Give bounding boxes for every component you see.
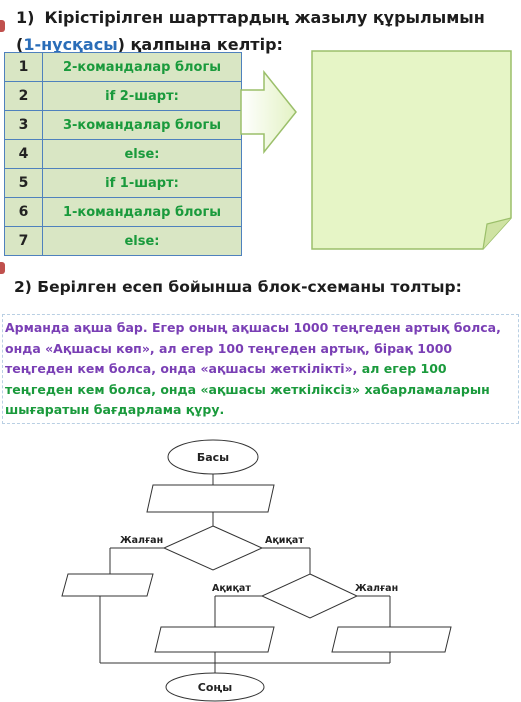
true-label-2: Ақиқат	[212, 583, 251, 594]
output-block-true[interactable]	[154, 626, 275, 653]
condition-1-diamond[interactable]	[162, 525, 264, 571]
false-label-2: Жалған	[355, 583, 398, 594]
line-number: 6	[4, 197, 43, 227]
line-number: 5	[4, 168, 43, 198]
red-margin-mark	[0, 20, 5, 32]
red-margin-mark	[0, 262, 5, 274]
output-block-else[interactable]	[331, 626, 452, 653]
true-label-1: Ақиқат	[265, 535, 304, 546]
line-number: 3	[4, 110, 43, 140]
task1-title: 1) Кірістірілген шарттардың жазылу құрылы…	[16, 4, 516, 58]
start-label: Басы	[197, 451, 229, 464]
task1-number: 1)	[16, 8, 35, 27]
task2-title: 2) Берілген есеп бойынша блок-схеманы то…	[14, 278, 462, 296]
code-line: if 2-шарт:	[42, 81, 242, 111]
task2-problem-text: Арманда ақша бар. Егер оның ақшасы 1000 …	[2, 314, 519, 424]
code-line: 1-командалар блогы	[42, 197, 242, 227]
right-arrow-icon	[240, 70, 297, 155]
end-terminal	[165, 672, 265, 702]
code-line: else:	[42, 226, 242, 256]
line-number: 1	[4, 52, 43, 82]
task1-paren: (	[16, 35, 24, 54]
code-line: else:	[42, 139, 242, 169]
code-line: if 1-шарт:	[42, 168, 242, 198]
task2-text-part2: ал егер 100 теңгеден кем болса, онда «ақ…	[5, 361, 490, 417]
task1-title-part1: Кірістірілген шарттардың жазылу құрылымы…	[44, 8, 485, 27]
flowchart: Басы Жалған Ақиқат Ақиқат Жалған Соңы	[61, 439, 452, 702]
output-block-false[interactable]	[61, 573, 154, 597]
task1-title-part2: ) қалпына келтір:	[117, 35, 283, 54]
false-label-1: Жалған	[120, 535, 163, 546]
line-number: 7	[4, 226, 43, 256]
end-label: Соңы	[198, 681, 233, 694]
code-line: 2-командалар блогы	[42, 52, 242, 82]
line-number: 4	[4, 139, 43, 169]
input-block[interactable]	[146, 484, 275, 513]
task2-text-part1: Арманда ақша бар. Егер оның ақшасы 1000 …	[5, 320, 501, 376]
code-line: 3-командалар блогы	[42, 110, 242, 140]
answer-box[interactable]	[311, 50, 513, 252]
condition-2-diamond[interactable]	[260, 573, 359, 619]
start-terminal	[167, 439, 259, 475]
task1-variant: 1-нұсқасы	[23, 35, 118, 54]
line-number: 2	[4, 81, 43, 111]
